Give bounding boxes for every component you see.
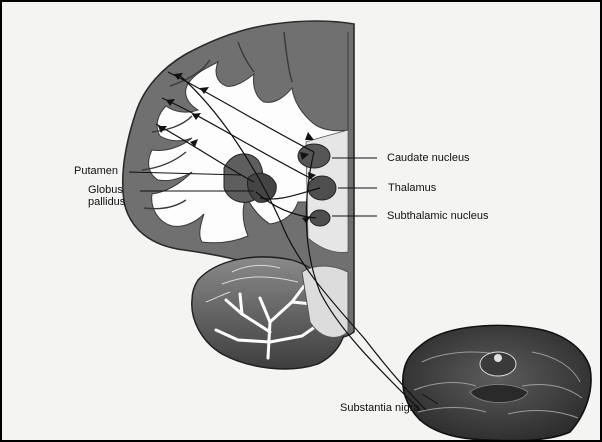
label-globus-pallidus: Globus pallidus	[88, 184, 125, 208]
label-globus-line-1: Globus	[88, 184, 123, 196]
label-thalamus: Thalamus	[388, 182, 436, 194]
label-globus-line-2: pallidus	[88, 196, 125, 208]
label-subthalamic-nucleus: Subthalamic nucleus	[387, 210, 489, 222]
label-putamen: Putamen	[74, 165, 118, 177]
label-caudate-nucleus: Caudate nucleus	[387, 152, 470, 164]
label-substantia-nigra: Substantia nigra	[340, 402, 420, 414]
midbrain-section	[403, 325, 591, 440]
